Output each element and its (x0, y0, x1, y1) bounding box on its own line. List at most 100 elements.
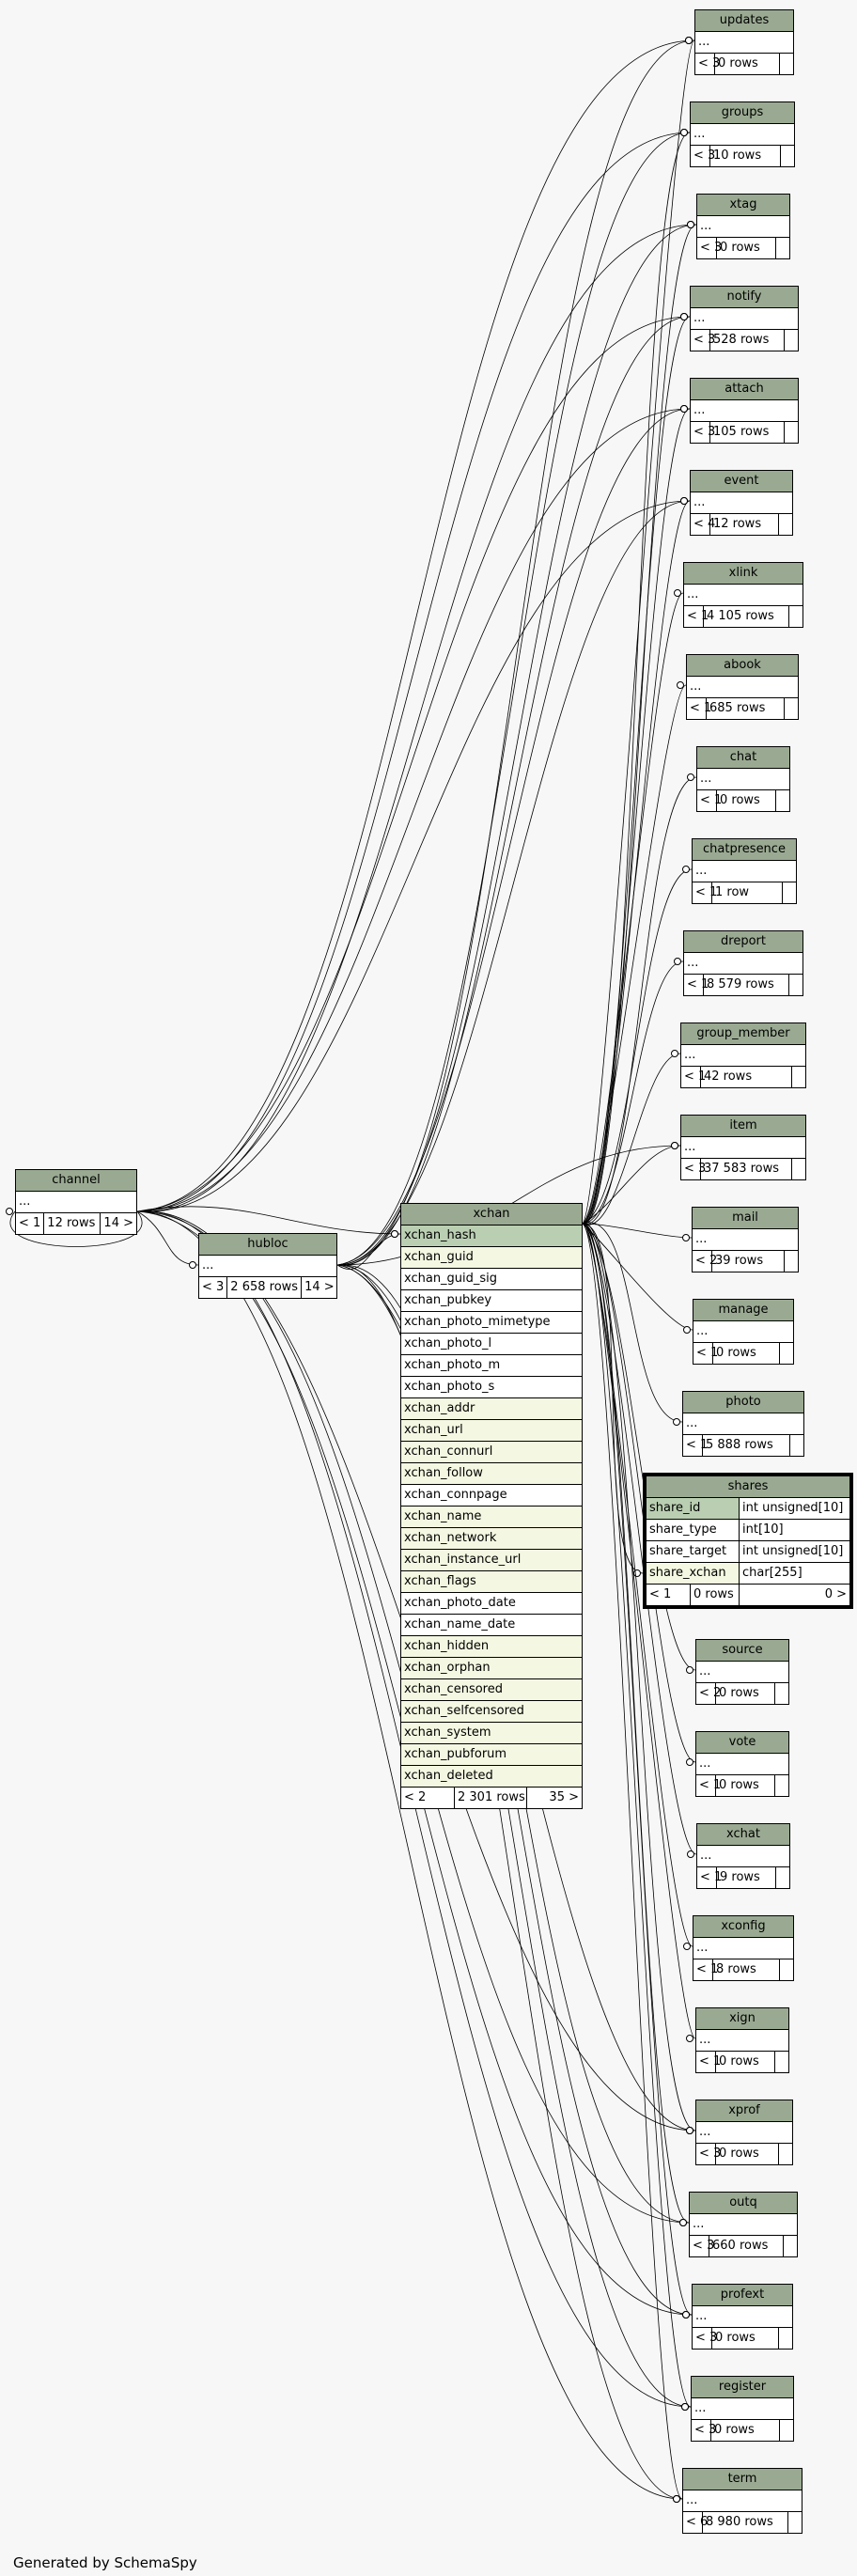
row-count: 660 rows (709, 2236, 784, 2256)
relationship-xchan-term (582, 1223, 683, 2500)
child-count (775, 2052, 788, 2072)
column-name: share_target (647, 1541, 740, 1562)
row-count: 0 rows (716, 1683, 775, 1704)
collapsed-columns: ... (696, 1754, 788, 1775)
row-count: 685 rows (707, 698, 785, 719)
relationship-channel-xtag (136, 224, 697, 1212)
zero-or-more-marker (6, 1208, 13, 1215)
relationship-channel-attach (136, 408, 691, 1212)
row-count: 8 rows (713, 1959, 780, 1980)
table-name: manage (693, 1300, 793, 1321)
column-xchan-photo-date: xchan_photo_date (401, 1593, 582, 1615)
relationship-xchan-event (582, 500, 691, 1225)
zero-or-more-marker (673, 1418, 680, 1426)
relationship-xchan-profext (582, 1223, 693, 2316)
table-name: event (691, 471, 792, 492)
row-count: 0 rows (712, 2328, 779, 2349)
parent-count: < 1 (697, 790, 722, 811)
column-xchan-hash: xchan_hash (401, 1226, 582, 1247)
table-name: abook (687, 655, 798, 677)
relationship-xchan-photo (582, 1222, 683, 1423)
parent-count: < 3 (691, 330, 715, 351)
relationship-xchan-xlink (582, 592, 684, 1225)
collapsed-columns: ... (683, 2490, 802, 2512)
table-name: chat (697, 747, 789, 769)
column-xchan-photo-l: xchan_photo_l (401, 1334, 582, 1355)
table-name: profext (693, 2285, 792, 2306)
child-count: 14 > (304, 1280, 335, 1294)
table-name: item (681, 1116, 805, 1137)
collapsed-columns: ... (681, 1137, 805, 1159)
zero-or-more-marker (680, 497, 688, 505)
relationship-xchan-group_member (582, 1053, 681, 1226)
zero-or-more-marker (687, 221, 694, 228)
child-count: 0 > (824, 1587, 847, 1601)
parent-count: < 1 (683, 1435, 708, 1456)
parent-count: < 2 (401, 1788, 455, 1808)
column-xchan-connurl: xchan_connurl (401, 1442, 582, 1463)
relationship-hubloc-term (336, 1264, 683, 2500)
row-count: 528 rows (710, 330, 785, 351)
zero-or-more-marker (687, 1850, 694, 1858)
relationship-hubloc-groups (336, 132, 691, 1266)
child-count: 35 > (549, 1790, 579, 1804)
collapsed-columns: ... (696, 1662, 788, 1683)
row-count: 9 rows (717, 1867, 776, 1888)
column-type: int unsigned[10] (742, 1544, 844, 1558)
child-count (776, 1867, 789, 1888)
parent-count: < 3 (690, 2236, 714, 2256)
zero-or-more-marker (671, 1142, 678, 1149)
child-count (780, 1959, 793, 1980)
child-count (784, 2236, 797, 2256)
relationship-xchan-xign (582, 1223, 696, 2039)
table-name: source (696, 1640, 788, 1662)
row-count: 42 rows (701, 1067, 792, 1087)
column-type: char[255] (742, 1566, 802, 1580)
parent-count: < 3 (691, 422, 715, 443)
parent-count: < 2 (696, 1683, 721, 1704)
child-count (785, 422, 798, 443)
parent-count: < 4 (691, 514, 715, 535)
parent-count: < 1 (693, 1343, 718, 1364)
row-count: 2 658 rows (227, 1277, 303, 1298)
parent-count: < 1 (684, 975, 709, 995)
